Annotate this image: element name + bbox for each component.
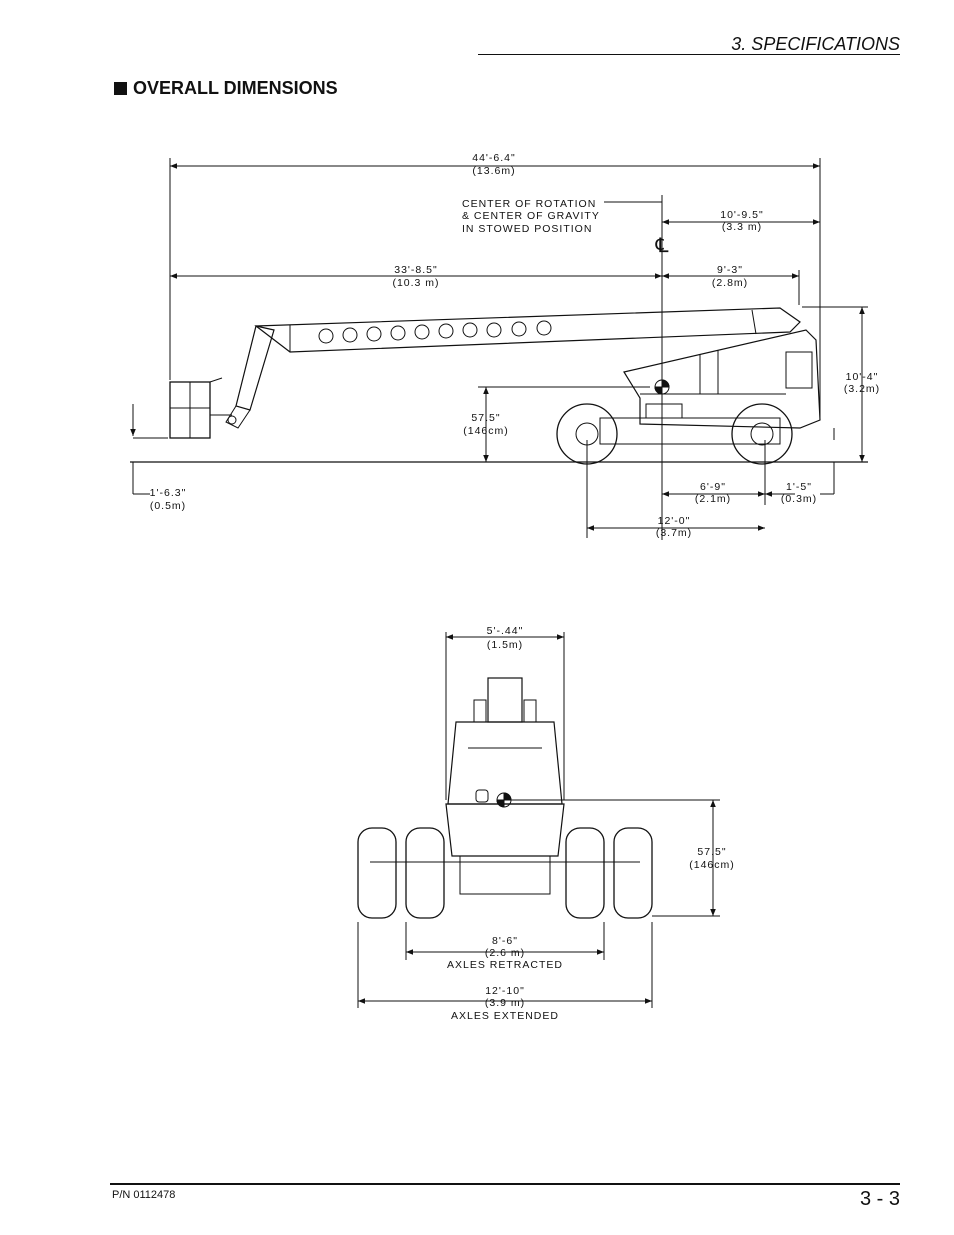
platform-height-imperial: 1'-6.3"	[150, 487, 187, 499]
overall-height-metric: (3.2m)	[844, 383, 880, 395]
rear-view	[357, 632, 720, 1008]
rear-to-center-imperial: 10'-9.5"	[720, 209, 764, 221]
side-view	[130, 158, 868, 540]
chassis-width-metric: (1.5m)	[487, 639, 523, 651]
overall-height-imperial: 10'-4"	[846, 371, 879, 383]
cg-height-imperial: 57.5"	[471, 412, 500, 424]
center-to-axle-imperial: 6'-9"	[700, 481, 726, 493]
section-heading: OVERALL DIMENSIONS	[114, 78, 338, 99]
rear-to-center-metric: (3.3 m)	[722, 221, 762, 233]
axles-retracted-label: AXLES RETRACTED	[447, 959, 563, 971]
rear-overhang-metric: (0.3m)	[781, 493, 817, 505]
chassis-width-imperial: 5'-.44"	[487, 625, 524, 637]
wheelbase-metric: (3.7m)	[656, 527, 692, 539]
overall-length-metric: (13.6m)	[472, 165, 515, 177]
rear-cg-height-imperial: 57.5"	[697, 846, 726, 858]
axles-retracted-metric: (2.6 m)	[485, 947, 525, 959]
axles-extended-metric: (3.9 m)	[485, 997, 525, 1009]
rear-overhang-imperial: 1'-5"	[786, 481, 812, 493]
center-note-line-1: CENTER OF ROTATION	[462, 198, 596, 210]
axles-retracted-imperial: 8'-6"	[492, 935, 518, 947]
boom-reach-imperial: 33'-8.5"	[394, 264, 438, 276]
axles-extended-imperial: 12'-10"	[485, 985, 525, 997]
header-rule	[478, 54, 900, 55]
page-number: 3 - 3	[859, 1188, 900, 1210]
section-heading-text: OVERALL DIMENSIONS	[133, 78, 338, 98]
page-section-title: 3. SPECIFICATIONS	[731, 34, 900, 54]
part-number: P/N 0112478	[112, 1189, 176, 1201]
footer-rule	[110, 1183, 900, 1185]
boom-tail-imperial: 9'-3"	[717, 264, 743, 276]
center-note-line-3: IN STOWED POSITION	[462, 223, 592, 235]
axles-extended-label: AXLES EXTENDED	[451, 1010, 559, 1022]
centerline-symbol: ℄	[655, 235, 669, 257]
platform-height-metric: (0.5m)	[150, 500, 186, 512]
wheelbase-imperial: 12'-0"	[658, 515, 691, 527]
overall-length-imperial: 44'-6.4"	[472, 152, 516, 164]
filled-square-icon	[114, 82, 127, 95]
boom-reach-metric: (10.3 m)	[392, 277, 439, 289]
center-note-line-2: & CENTER OF GRAVITY	[462, 210, 600, 222]
boom-tail-metric: (2.8m)	[712, 277, 748, 289]
rear-cg-height-metric: (146cm)	[689, 859, 735, 871]
cg-height-metric: (146cm)	[463, 425, 509, 437]
center-to-axle-metric: (2.1m)	[695, 493, 731, 505]
